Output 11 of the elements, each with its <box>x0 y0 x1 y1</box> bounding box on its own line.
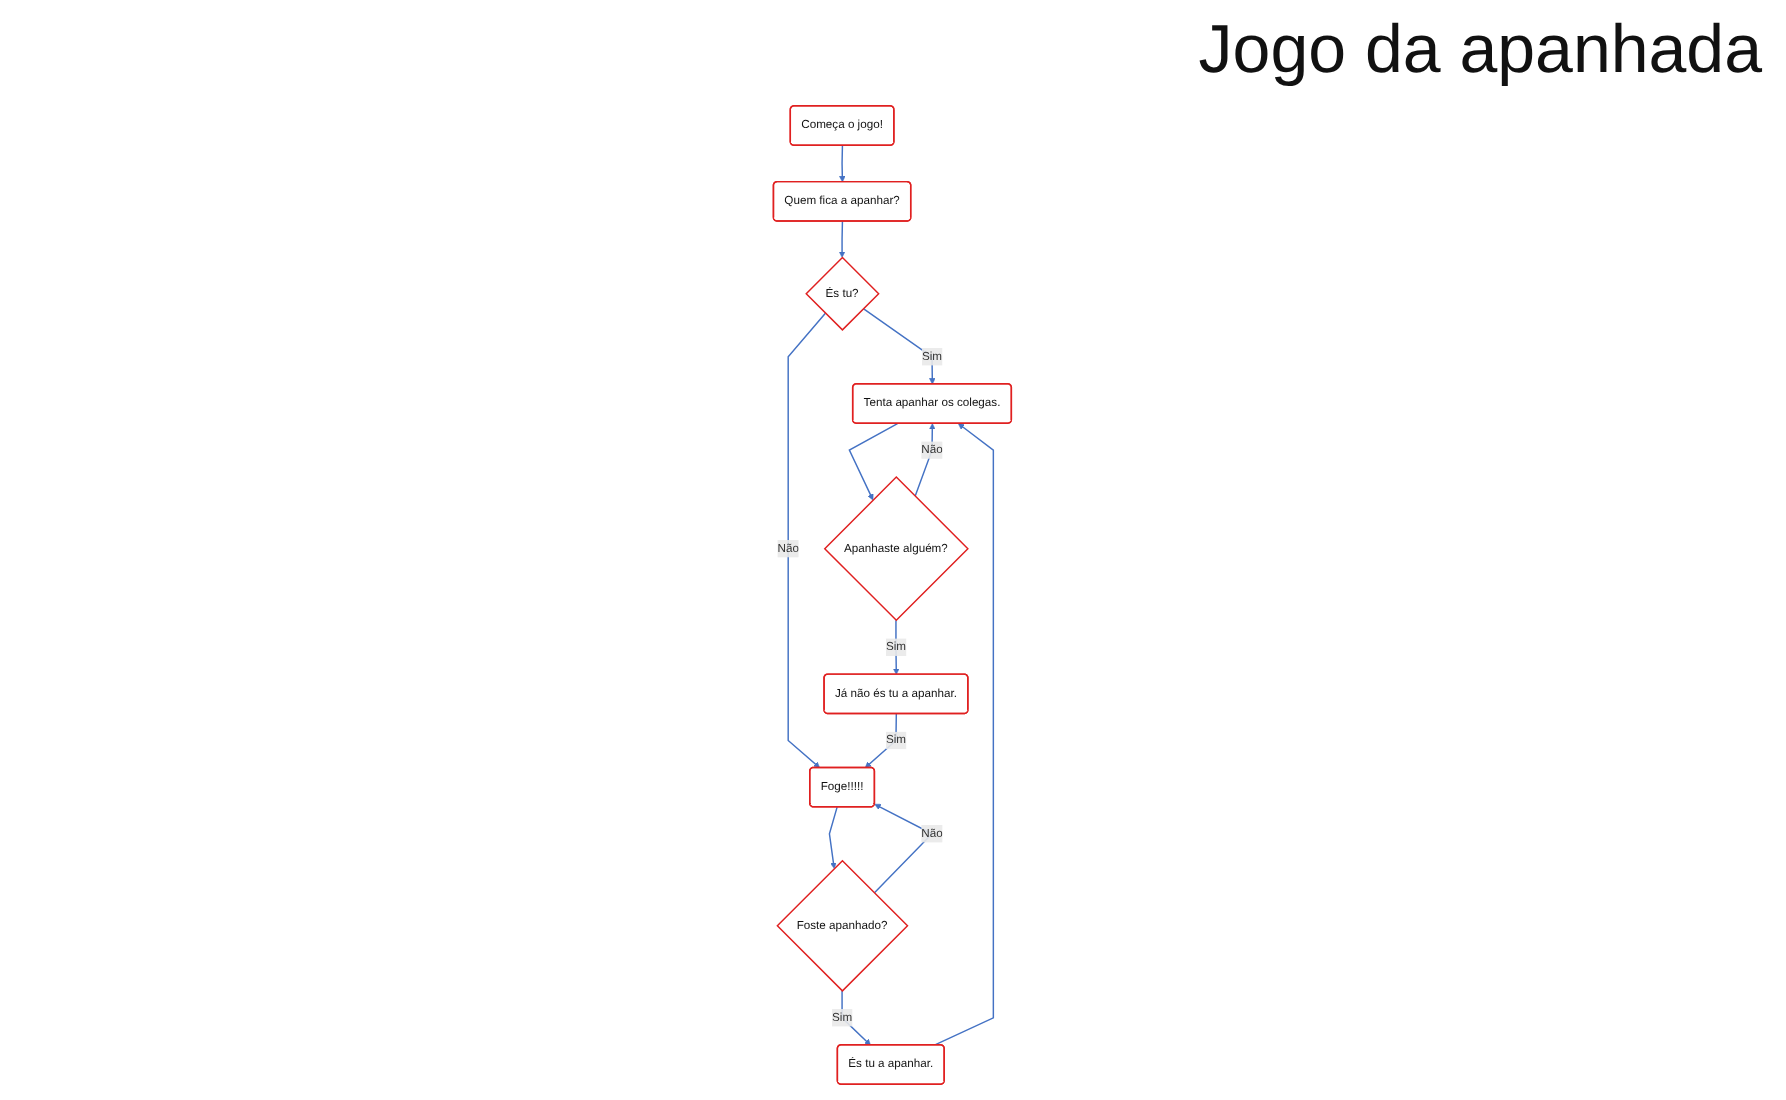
arrow <box>934 423 995 1046</box>
arrow <box>865 713 898 769</box>
arrow <box>849 422 899 501</box>
diagram-title: Jogo da apanhada <box>1198 12 1762 90</box>
arrow <box>841 990 872 1046</box>
arrow <box>829 806 839 869</box>
arrow <box>839 144 847 183</box>
arrow <box>893 619 901 675</box>
arrow <box>863 307 937 385</box>
arrow <box>788 312 827 769</box>
arrow <box>839 220 846 258</box>
